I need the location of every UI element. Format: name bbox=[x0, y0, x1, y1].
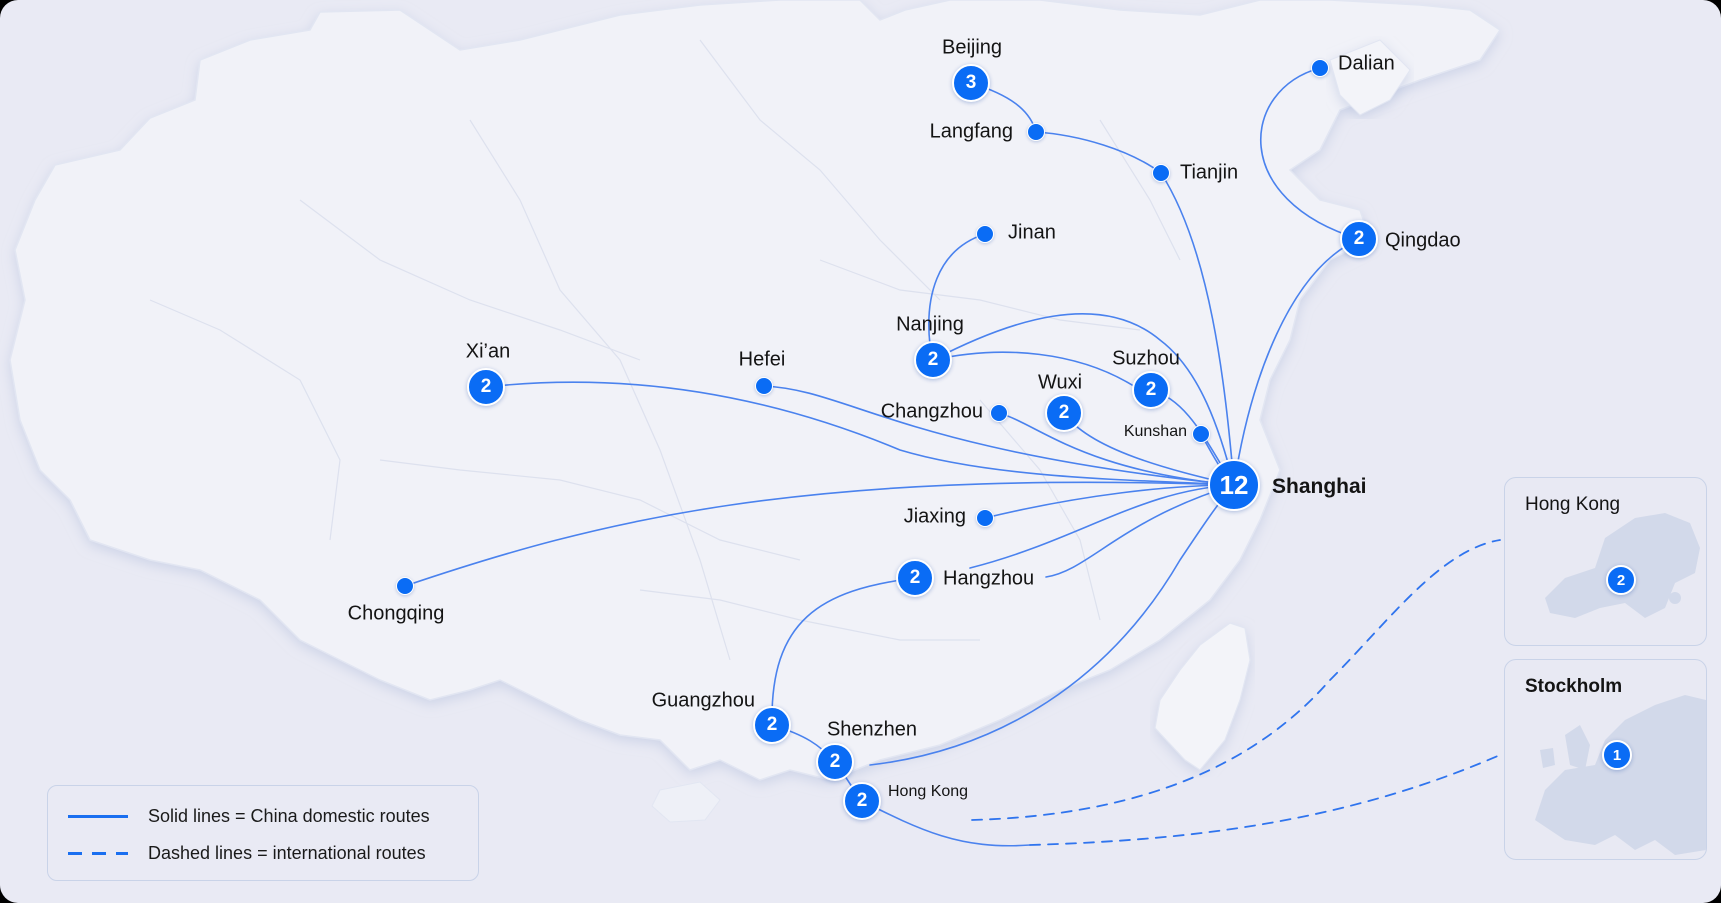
route-langfang-tianjin bbox=[1035, 131, 1162, 174]
city-label-langfang: Langfang bbox=[929, 120, 1013, 143]
legend-row-solid: Solid lines = China domestic routes bbox=[68, 806, 430, 827]
dashed-line-swatch-icon bbox=[68, 852, 128, 855]
city-label-suzhou: Suzhou bbox=[1112, 347, 1180, 370]
city-label-dalian: Dalian bbox=[1338, 52, 1395, 75]
route-hongkong-inset bbox=[971, 539, 1501, 821]
inset-badge-hongkong[interactable]: 2 bbox=[1606, 565, 1636, 595]
route-jinan-nanjing bbox=[928, 233, 986, 346]
city-dot-dalian[interactable] bbox=[1311, 59, 1329, 77]
city-label-shenzhen: Shenzhen bbox=[826, 718, 918, 741]
city-dot-tianjin[interactable] bbox=[1152, 164, 1170, 182]
hub-badge-shanghai[interactable]: 12 bbox=[1208, 459, 1260, 511]
city-badge-nanjing[interactable]: 2 bbox=[914, 341, 952, 379]
city-badge-qingdao[interactable]: 2 bbox=[1340, 220, 1378, 258]
route-hongkong-long bbox=[861, 800, 1031, 847]
inset-title-hongkong: Hong Kong bbox=[1525, 494, 1621, 515]
city-label-jiaxing: Jiaxing bbox=[903, 505, 966, 528]
city-label-wuxi: Wuxi bbox=[1037, 371, 1083, 394]
hongkong-map-icon bbox=[1545, 513, 1700, 618]
route-changzhou-shanghai bbox=[998, 412, 1235, 486]
solid-line-swatch-icon bbox=[68, 815, 128, 818]
city-dot-chongqing[interactable] bbox=[396, 577, 414, 595]
map-legend: Solid lines = China domestic routes Dash… bbox=[47, 785, 479, 881]
inset-badge-stockholm[interactable]: 1 bbox=[1602, 740, 1632, 770]
city-badge-shenzhen[interactable]: 2 bbox=[816, 743, 854, 781]
route-stockholm-inset bbox=[1029, 754, 1501, 846]
legend-dashed-label: Dashed lines = international routes bbox=[148, 843, 426, 863]
city-label-beijing: Beijing bbox=[941, 36, 1003, 59]
route-hangzhou-shanghai-a bbox=[969, 484, 1235, 569]
city-dot-langfang[interactable] bbox=[1027, 123, 1045, 141]
city-dot-hefei[interactable] bbox=[755, 377, 773, 395]
route-hefei-shanghai bbox=[763, 385, 1235, 486]
liaodong-landmass bbox=[1329, 39, 1411, 116]
city-label-jinan: Jinan bbox=[1008, 221, 1056, 244]
city-badge-hongkong[interactable]: 2 bbox=[843, 782, 881, 820]
city-badge-xian[interactable]: 2 bbox=[467, 368, 505, 406]
route-dalian-qingdao bbox=[1259, 67, 1360, 240]
legend-row-dashed: Dashed lines = international routes bbox=[68, 843, 426, 864]
city-label-hongkong: Hong Kong bbox=[888, 783, 969, 800]
inset-card-stockholm[interactable]: Stockholm 1 bbox=[1504, 659, 1707, 860]
city-badge-hangzhou[interactable]: 2 bbox=[896, 559, 934, 597]
city-label-hefei: Hefei bbox=[738, 348, 786, 371]
city-badge-beijing[interactable]: 3 bbox=[952, 64, 990, 102]
route-xian-shanghai bbox=[485, 381, 1235, 486]
legend-solid-label: Solid lines = China domestic routes bbox=[148, 806, 430, 826]
europe-map-icon bbox=[1535, 695, 1706, 855]
route-nanjing-suzhou bbox=[932, 351, 1141, 391]
city-dot-changzhou[interactable] bbox=[990, 404, 1008, 422]
city-label-chongqing: Chongqing bbox=[347, 602, 445, 625]
route-hangzhou-guangzhou bbox=[771, 577, 916, 726]
city-dot-kunshan[interactable] bbox=[1192, 425, 1210, 443]
route-shenzhen-shanghai bbox=[869, 484, 1235, 766]
route-qingdao-shanghai bbox=[1233, 238, 1360, 486]
city-badge-suzhou[interactable]: 2 bbox=[1132, 371, 1170, 409]
province-boundaries bbox=[149, 39, 1181, 661]
city-label-guangzhou: Guangzhou bbox=[651, 689, 755, 712]
city-badge-wuxi[interactable]: 2 bbox=[1045, 394, 1083, 432]
hub-label-shanghai: Shanghai bbox=[1272, 475, 1367, 498]
inset-card-hongkong[interactable]: Hong Kong 2 bbox=[1504, 477, 1707, 646]
international-routes bbox=[971, 539, 1501, 846]
city-dot-jinan[interactable] bbox=[976, 225, 994, 243]
route-nanjing-shanghai-upper bbox=[932, 313, 1235, 486]
city-label-nanjing: Nanjing bbox=[896, 313, 964, 336]
route-hangzhou-shanghai-b bbox=[1045, 484, 1235, 578]
route-tianjin-shanghai bbox=[1160, 172, 1235, 486]
city-badge-guangzhou[interactable]: 2 bbox=[753, 706, 791, 744]
city-label-qingdao: Qingdao bbox=[1385, 229, 1461, 252]
city-dot-jiaxing[interactable] bbox=[976, 509, 994, 527]
route-chongqing-shanghai bbox=[404, 481, 1235, 587]
city-label-kunshan: Kunshan bbox=[1123, 423, 1187, 440]
city-label-xian: Xi’an bbox=[465, 340, 511, 363]
inset-title-stockholm: Stockholm bbox=[1525, 676, 1623, 697]
city-label-tianjin: Tianjin bbox=[1180, 161, 1239, 184]
hainan-landmass bbox=[651, 781, 721, 823]
taiwan-landmass bbox=[1154, 622, 1251, 771]
city-label-changzhou: Changzhou bbox=[880, 400, 983, 423]
city-label-hangzhou: Hangzhou bbox=[943, 567, 1035, 590]
